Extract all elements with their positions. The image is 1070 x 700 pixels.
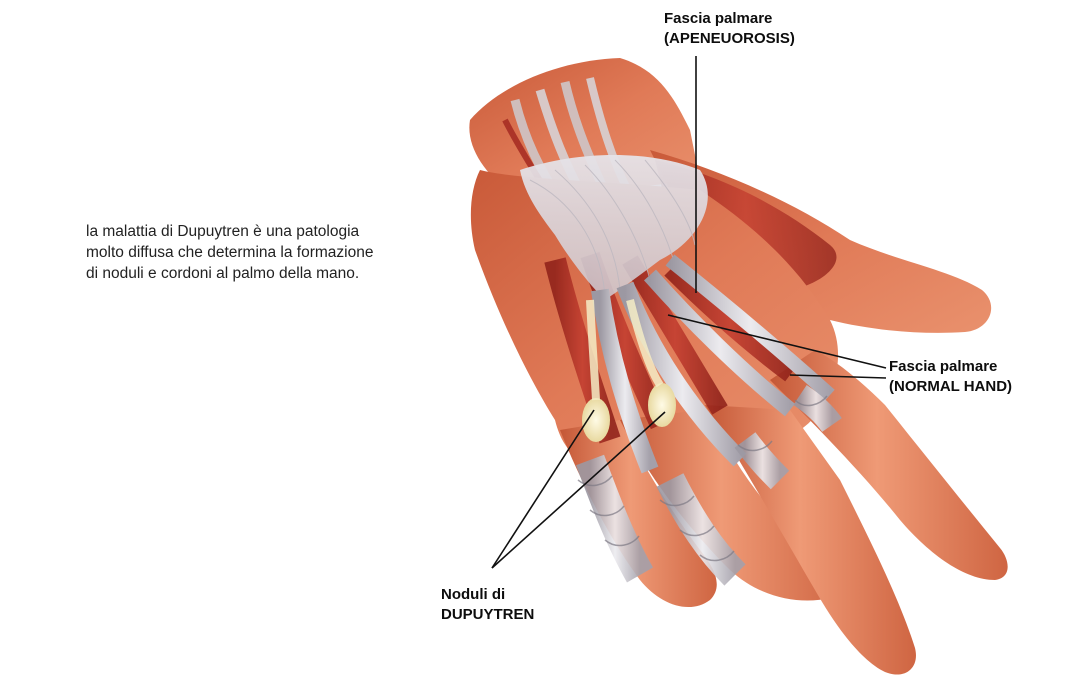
sheath-rings xyxy=(577,395,828,562)
ring-finger xyxy=(620,410,845,601)
label-line: Fascia palmare xyxy=(664,10,773,27)
label-line: DUPUYTREN xyxy=(441,606,535,623)
label-line: Noduli di xyxy=(441,586,506,603)
description-text: la malattia di Dupuytren è una patologia… xyxy=(86,223,374,282)
dupuytren-nodules xyxy=(582,299,676,442)
label-line: (APENEUOROSIS) xyxy=(664,30,795,47)
leader-normal-hand-1 xyxy=(667,314,887,369)
nodule-2 xyxy=(648,383,676,427)
label-dupuytren-nodules: Noduli di DUPUYTREN xyxy=(441,585,534,625)
leader-nodule-1 xyxy=(491,409,595,569)
leader-lines xyxy=(491,56,887,569)
label-fascia-normal-hand: Fascia palmare (NORMAL HAND) xyxy=(889,357,1012,397)
label-line: (NORMAL HAND) xyxy=(889,378,1013,395)
nodule-1 xyxy=(582,398,610,442)
label-fascia-aponeurosis: Fascia palmare (APENEUOROSIS) xyxy=(664,9,795,49)
label-line: Fascia palmare xyxy=(889,358,998,375)
palmar-fascia xyxy=(520,155,708,300)
finger-tendon-sheaths xyxy=(575,385,842,586)
fascia-fibers xyxy=(529,159,696,296)
leader-normal-hand-2 xyxy=(789,374,887,379)
leader-nodule-2 xyxy=(491,411,666,569)
